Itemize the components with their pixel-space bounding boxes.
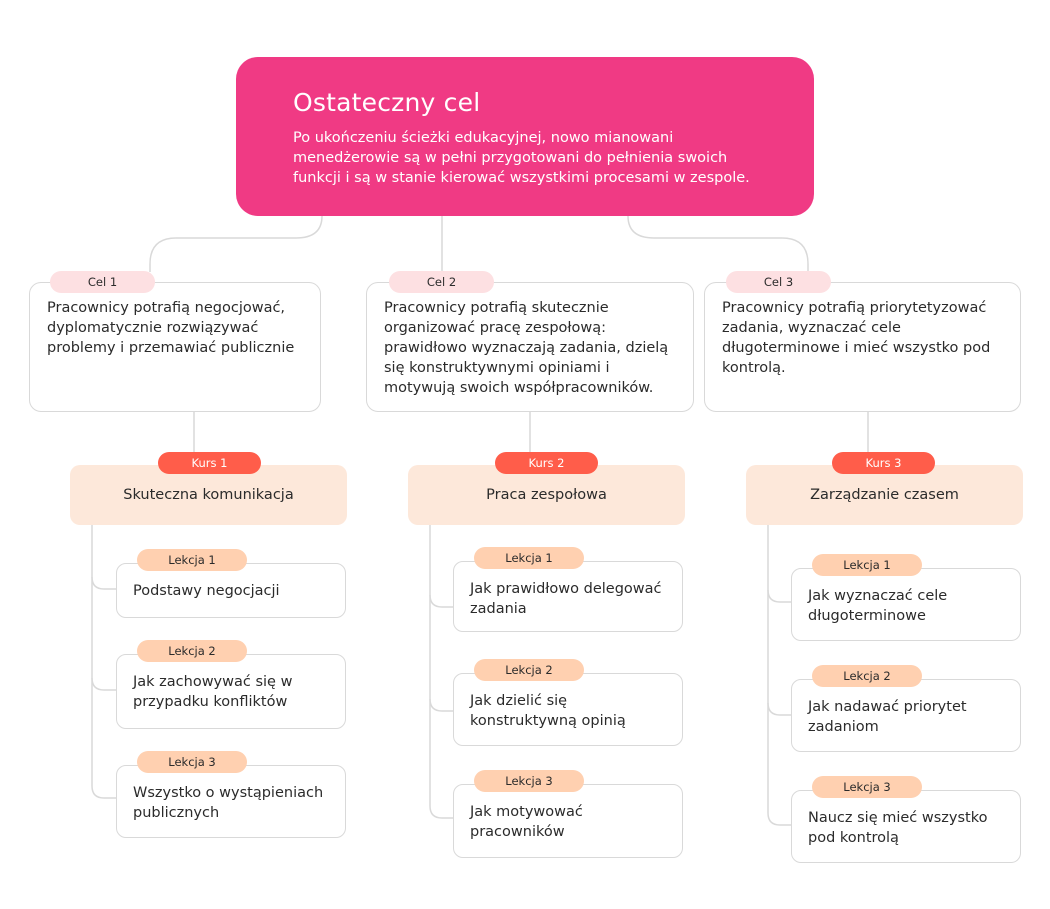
goal-card-text: Pracownicy potrafią priorytetyzować zada…: [722, 300, 991, 376]
lesson-card-1-2: Jak zachowywać się w przypadku konfliktó…: [116, 654, 346, 729]
connector-kurs1-lesson1: [91, 576, 117, 590]
lesson-card-text: Jak prawidłowo delegować zadania: [470, 581, 662, 617]
lesson-card-text: Naucz się mieć wszystko pod kontrolą: [808, 810, 988, 846]
connector-goal-cel1: [149, 215, 323, 272]
course-card-1: Skuteczna komunikacja: [70, 465, 347, 525]
lesson-card-1-3: Wszystko o wystąpieniach publicznych: [116, 765, 346, 838]
goal-card-2: Pracownicy potrafią skutecznie organizow…: [366, 282, 694, 412]
connector-kurs1-lessons: [91, 525, 117, 799]
final-goal-card: Ostateczny cel Po ukończeniu ścieżki edu…: [236, 57, 814, 216]
goal-card-text: Pracownicy potrafią negocjować, dyplomat…: [47, 300, 295, 356]
lesson-badge-3-2: Lekcja 2: [812, 665, 922, 687]
lesson-card-3-1: Jak wyznaczać cele długoterminowe: [791, 568, 1021, 641]
goal-card-3: Pracownicy potrafią priorytetyzować zada…: [704, 282, 1021, 412]
connector-kurs1-lesson2: [91, 677, 117, 691]
lesson-card-3-2: Jak nadawać priorytet zadaniom: [791, 679, 1021, 752]
lesson-badge-3-1: Lekcja 1: [812, 554, 922, 576]
connector-kurs2-lessons: [429, 525, 454, 819]
connector-kurs3-lesson2: [767, 702, 792, 716]
lesson-card-2-2: Jak dzielić się konstruktywną opinią: [453, 673, 683, 746]
lesson-badge-2-3: Lekcja 3: [474, 770, 584, 792]
goal-badge-2: Cel 2: [389, 271, 494, 293]
lesson-badge-2-2: Lekcja 2: [474, 659, 584, 681]
course-badge-3: Kurs 3: [832, 452, 935, 474]
goal-badge-1: Cel 1: [50, 271, 155, 293]
lesson-card-2-3: Jak motywować pracowników: [453, 784, 683, 858]
lesson-badge-1-2: Lekcja 2: [137, 640, 247, 662]
lesson-card-text: Jak motywować pracowników: [470, 804, 583, 840]
lesson-card-text: Jak wyznaczać cele długoterminowe: [808, 588, 948, 624]
lesson-card-text: Jak nadawać priorytet zadaniom: [808, 699, 967, 735]
lesson-card-3-3: Naucz się mieć wszystko pod kontrolą: [791, 790, 1021, 863]
goal-card-text: Pracownicy potrafią skutecznie organizow…: [384, 300, 669, 396]
lesson-badge-3-3: Lekcja 3: [812, 776, 922, 798]
connector-kurs2-lesson1: [429, 594, 454, 608]
course-card-3: Zarządzanie czasem: [746, 465, 1023, 525]
connector-kurs2-lesson2: [429, 698, 454, 712]
lesson-badge-1-1: Lekcja 1: [137, 549, 247, 571]
lesson-badge-1-3: Lekcja 3: [137, 751, 247, 773]
connector-kurs3-lesson1: [767, 589, 792, 603]
lesson-card-text: Jak zachowywać się w przypadku konfliktó…: [133, 674, 293, 710]
course-badge-1: Kurs 1: [158, 452, 261, 474]
lesson-card-1-1: Podstawy negocjacji: [116, 563, 346, 618]
lesson-card-text: Jak dzielić się konstruktywną opinią: [470, 693, 626, 729]
lesson-badge-2-1: Lekcja 1: [474, 547, 584, 569]
course-card-2: Praca zespołowa: [408, 465, 685, 525]
connector-goal-cel3: [627, 215, 809, 272]
goal-badge-3: Cel 3: [726, 271, 831, 293]
goal-card-1: Pracownicy potrafią negocjować, dyplomat…: [29, 282, 321, 412]
lesson-card-text: Podstawy negocjacji: [133, 583, 280, 599]
lesson-card-text: Wszystko o wystąpieniach publicznych: [133, 785, 324, 821]
final-goal-text: Po ukończeniu ścieżki edukacyjnej, nowo …: [293, 130, 750, 186]
connector-kurs3-lessons: [767, 525, 792, 826]
lesson-card-2-1: Jak prawidłowo delegować zadania: [453, 561, 683, 632]
final-goal-title: Ostateczny cel: [293, 88, 481, 117]
course-badge-2: Kurs 2: [495, 452, 598, 474]
